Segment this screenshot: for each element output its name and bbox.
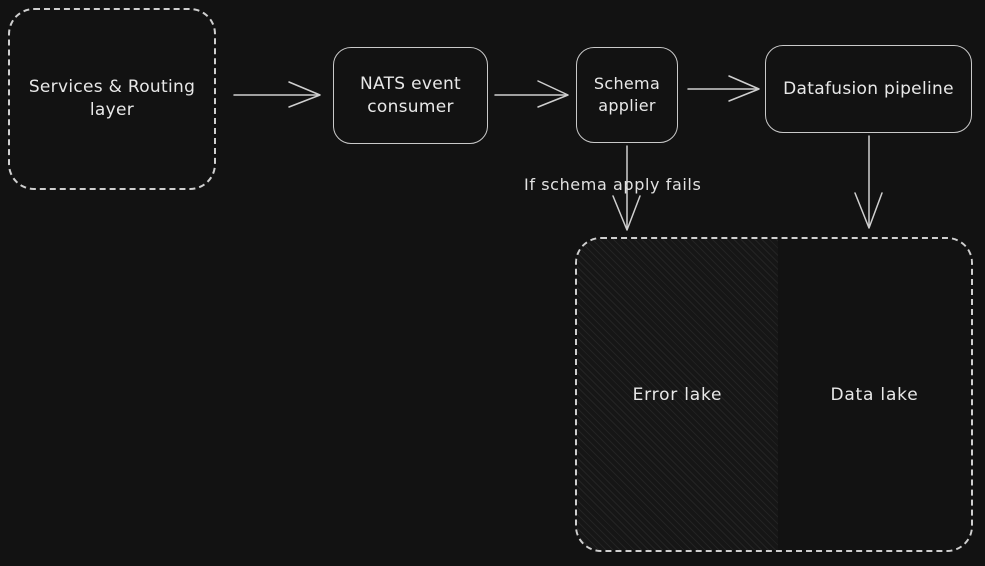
region-data-lake-label: Data lake xyxy=(830,384,919,405)
region-error-lake-label: Error lake xyxy=(632,384,723,405)
node-nats-label: NATS event consumer xyxy=(359,73,462,117)
edge-label-if-schema-apply-fails: If schema apply fails xyxy=(524,175,702,194)
arrow-datafusion-to-data-lake xyxy=(854,135,883,229)
arrow-schema-to-datafusion xyxy=(687,75,760,102)
container-lakes[interactable]: Error lake Data lake xyxy=(575,237,973,552)
node-datafusion-label: Datafusion pipeline xyxy=(783,78,954,99)
node-schema-applier[interactable]: Schema applier xyxy=(576,47,678,143)
arrow-services-to-nats xyxy=(233,81,321,108)
node-nats-event-consumer[interactable]: NATS event consumer xyxy=(333,47,488,144)
node-services-routing-layer[interactable]: Services & Routing layer xyxy=(8,8,216,190)
node-datafusion-pipeline[interactable]: Datafusion pipeline xyxy=(765,45,972,133)
region-data-lake[interactable]: Data lake xyxy=(777,239,971,550)
arrow-nats-to-schema xyxy=(494,80,569,108)
node-schema-label: Schema applier xyxy=(593,74,661,115)
region-error-lake[interactable]: Error lake xyxy=(577,239,778,550)
node-services-label: Services & Routing layer xyxy=(28,77,196,120)
